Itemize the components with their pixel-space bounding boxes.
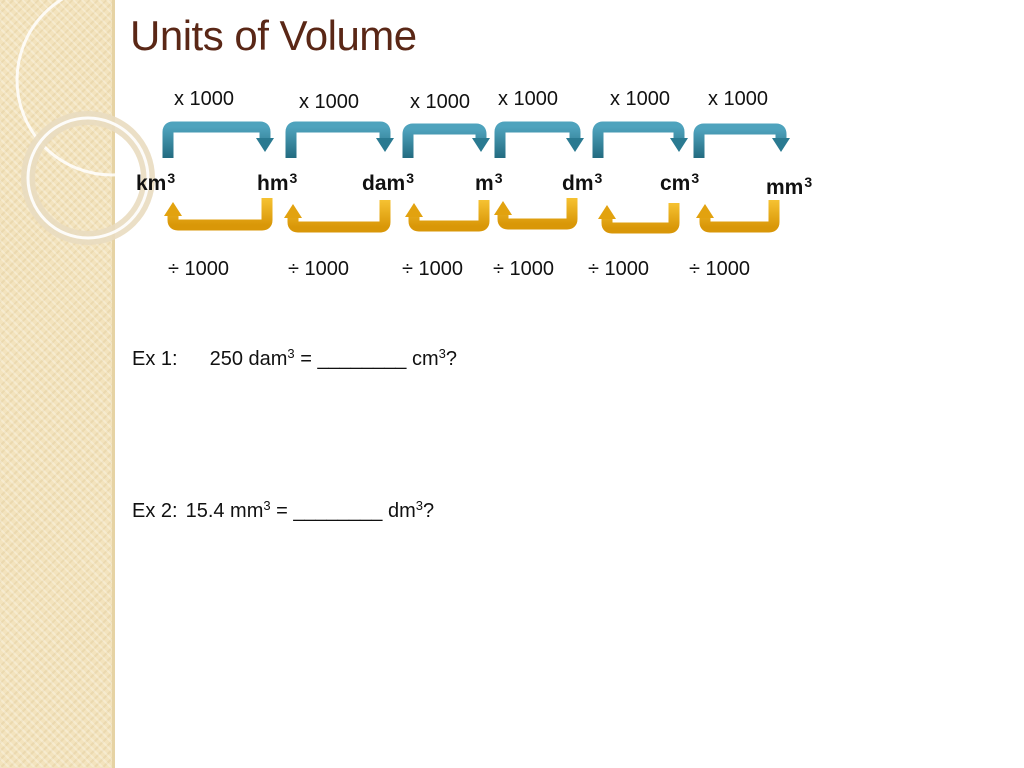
divide-label-3: ÷ 1000 [402,258,464,280]
conversion-arrows [162,121,790,234]
divide-arrowhead-1 [164,202,182,216]
example-2-middle: = ________ dm [270,500,416,522]
decorative-rings [15,0,209,245]
decorative-ring-large [15,0,209,177]
multiply-label-3: x 1000 [410,91,471,113]
example-2: Ex 2:15.4 mm3 = ________ dm3? [132,498,435,522]
divide-arrowhead-6 [696,204,714,218]
multiply-arrow-3 [402,123,487,158]
multiply-label-5: x 1000 [610,88,671,110]
divide-arrow-4 [497,198,578,230]
multiply-label-4: x 1000 [498,88,559,110]
divide-label-2: ÷ 1000 [288,258,350,280]
multiply-arrowhead-3 [472,138,490,152]
multiply-label-1: x 1000 [174,88,235,110]
decorative-ring-small-highlight [26,116,150,240]
multiply-arrow-5 [592,121,685,158]
multiply-label-2: x 1000 [299,91,360,113]
unit-m3: m3 [475,170,503,195]
example-1-lhs: 250 dam [209,348,288,370]
unit-mm3: mm3 [766,174,813,199]
multiply-arrowhead-2 [376,138,394,152]
multiply-arrow-4 [494,121,581,158]
divide-arrow-5 [601,203,680,234]
multiply-arrow-2 [285,121,391,158]
example-1-middle: = ________ cm [294,348,439,370]
unit-hm3: hm3 [257,170,298,195]
divide-arrowhead-2 [284,204,302,218]
divide-arrow-6 [699,200,780,233]
multiply-arrowhead-6 [772,138,790,152]
unit-cm3: cm3 [660,170,700,195]
slide-title: Units of Volume [130,12,417,59]
example-1: Ex 1:250 dam3 = ________ cm3? [132,346,458,370]
example-2-lhs: 15.4 mm [185,500,264,522]
divide-arrow-3 [408,200,490,232]
example-2-label: Ex 2: [132,500,178,522]
multiply-arrow-6 [693,123,787,158]
divide-arrow-1 [167,198,273,231]
divide-label-5: ÷ 1000 [588,258,650,280]
divide-label-1: ÷ 1000 [168,258,230,280]
unit-dm3: dm3 [562,170,603,195]
multiply-arrowhead-1 [256,138,274,152]
multiply-arrow-1 [162,121,271,158]
divide-label-6: ÷ 1000 [689,258,751,280]
divide-arrowhead-4 [494,201,512,215]
multiply-arrowhead-4 [566,138,584,152]
divide-arrow-2 [287,200,391,233]
multiply-arrowhead-5 [670,138,688,152]
divide-arrowhead-3 [405,203,423,217]
example-1-label: Ex 1: [132,348,178,370]
unit-dam3: dam3 [362,170,414,195]
divide-arrowhead-5 [598,205,616,219]
unit-km3: km3 [136,170,176,195]
sidebar-divider [112,0,115,768]
multiply-label-6: x 1000 [708,88,769,110]
divide-label-4: ÷ 1000 [493,258,555,280]
